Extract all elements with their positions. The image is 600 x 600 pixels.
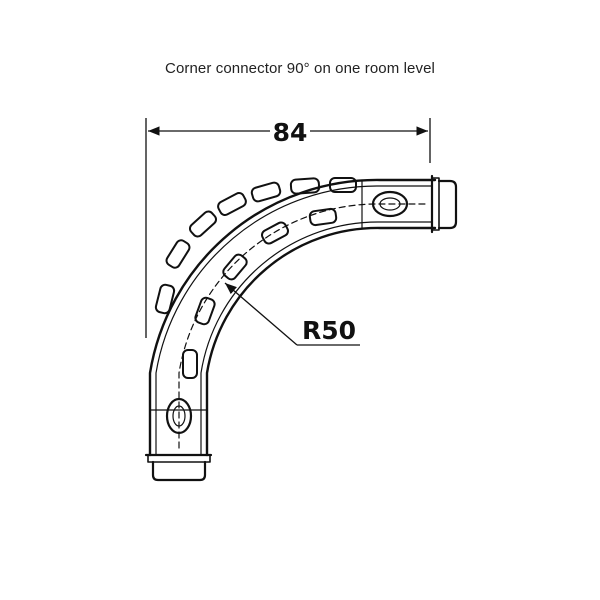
oval-hole-bottom <box>165 397 193 435</box>
outer-wall-inner-edge <box>155 185 433 456</box>
radius-dimension: R50 <box>224 282 360 346</box>
radius-label: R50 <box>302 316 356 345</box>
width-label: 84 <box>273 118 308 147</box>
diagram-caption: Corner connector 90° on one room level <box>165 60 435 77</box>
width-dimension: 84 <box>145 118 431 338</box>
oval-hole-right <box>371 190 409 218</box>
inner-wall-inner-edge <box>200 221 433 456</box>
slot-row-inner <box>182 207 338 379</box>
slot-row-outer <box>154 177 357 315</box>
radius-leader-line <box>224 282 298 346</box>
inner-wall <box>205 226 437 457</box>
corner-connector <box>144 174 458 482</box>
outer-wall <box>148 178 437 457</box>
bottom-end <box>144 397 213 482</box>
right-end <box>361 174 458 234</box>
